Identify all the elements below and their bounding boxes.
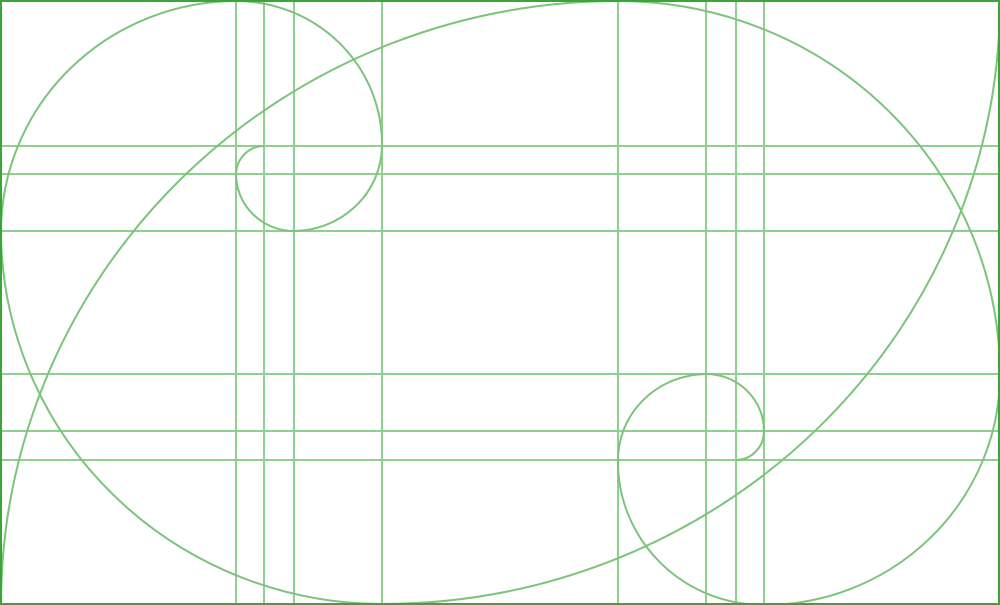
spiral-curves (0, 0, 1000, 605)
grid-lines (1, 1, 999, 604)
diagram-canvas (0, 0, 1000, 605)
outer-frame (0, 0, 1000, 605)
spiral-right (0, 0, 1000, 605)
spiral-left (0, 0, 1000, 605)
golden-ratio-diagram (0, 0, 1000, 605)
